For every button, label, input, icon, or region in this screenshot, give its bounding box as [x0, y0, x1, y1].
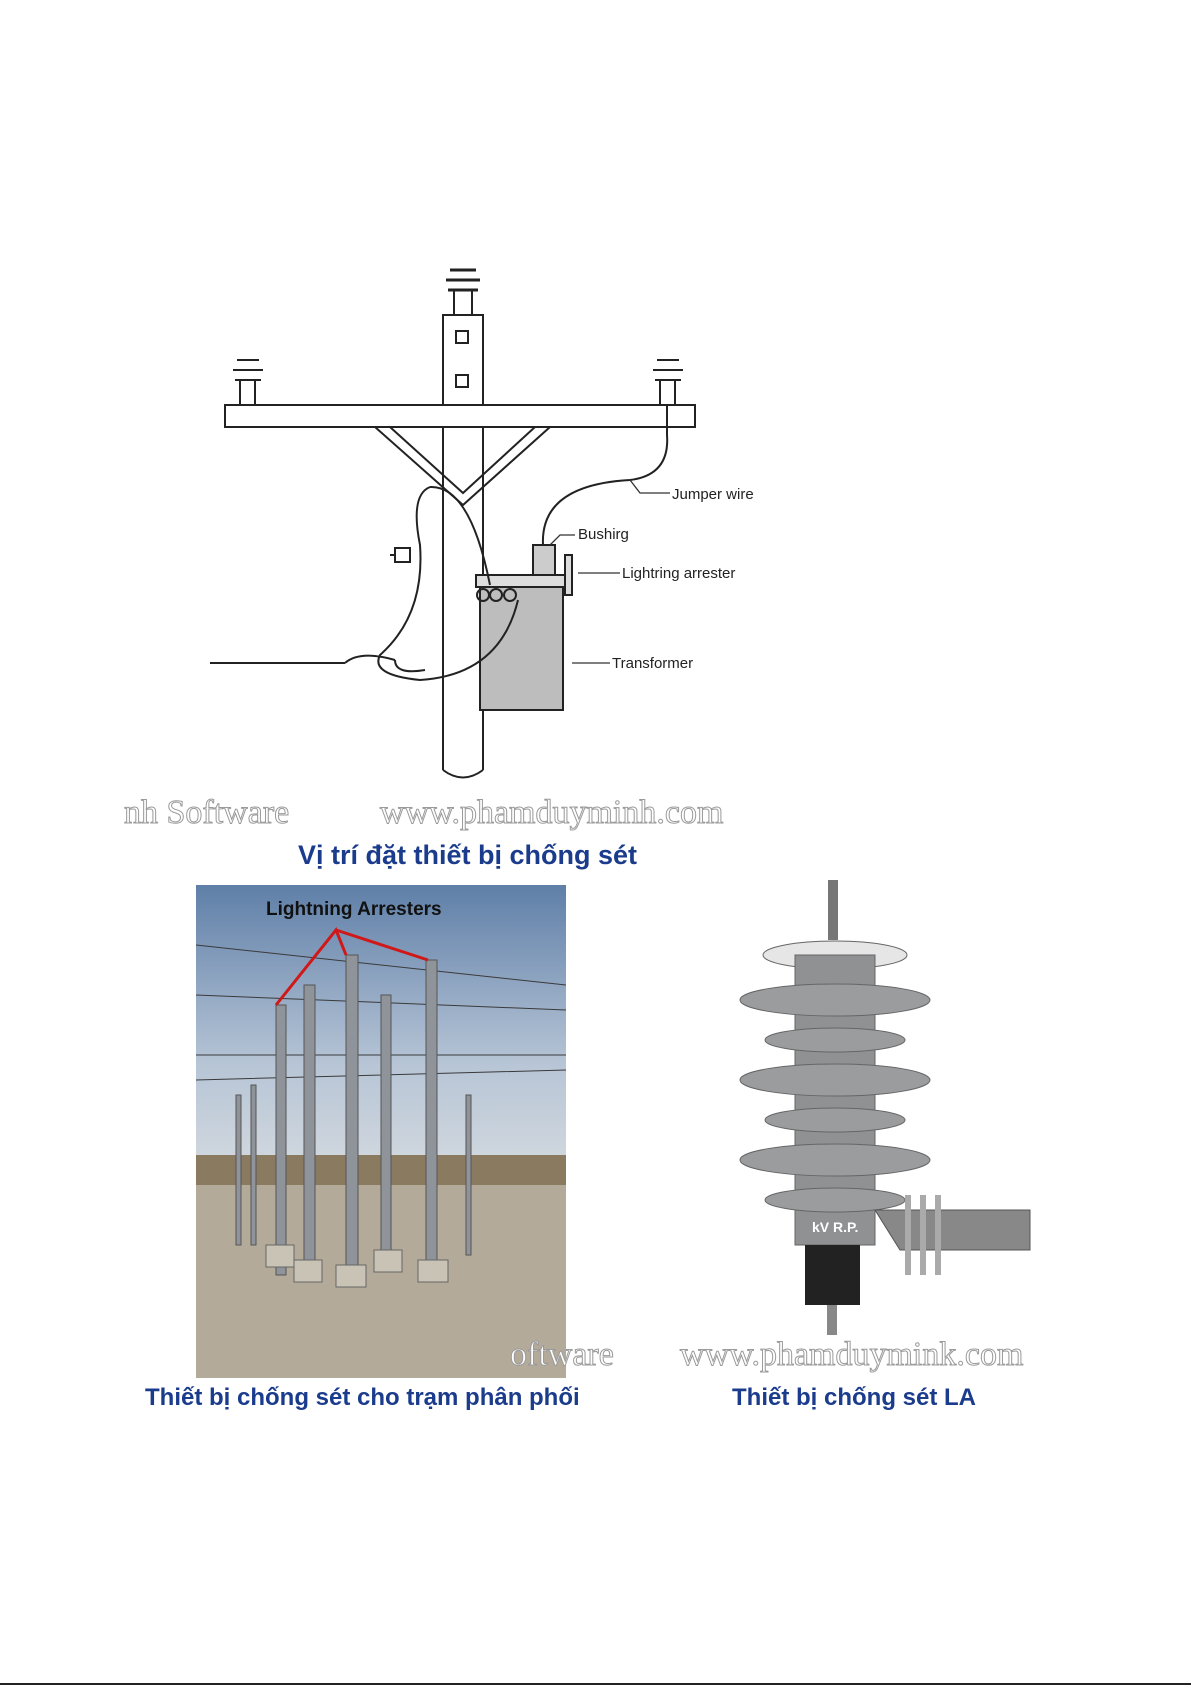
watermark-text: nh Software — [123, 794, 290, 831]
pole-diagram: Jumper wire Bushirg Lightring arrester T… — [210, 268, 754, 779]
arrester-caption: Thiết bị chống sét LA — [732, 1384, 976, 1411]
watermark-url: www.phamduyminh.com — [379, 794, 724, 831]
label-transformer: Transformer — [612, 655, 693, 672]
lightning-arresters-label: Lightning Arresters — [266, 899, 442, 920]
label-bushing: Bushirg — [578, 526, 629, 543]
label-lightning-arrester: Lightring arrester — [622, 565, 735, 582]
label-jumper-wire: Jumper wire — [672, 486, 754, 503]
substation-caption: Thiết bị chống sét cho trạm phân phối — [145, 1384, 580, 1411]
page-bottom-border — [0, 1683, 1191, 1685]
watermark-url-2: www.phamduymink.com — [679, 1336, 1024, 1373]
arrester-photo: kV R.P. — [739, 880, 1031, 1335]
arrester-plate-text: kV R.P. — [812, 1219, 858, 1235]
watermark-text-2: oftware — [510, 1336, 615, 1373]
diagram-caption: Vị trí đặt thiết bị chống sét — [298, 840, 638, 870]
substation-photo: Lightning Arresters — [196, 885, 566, 1378]
